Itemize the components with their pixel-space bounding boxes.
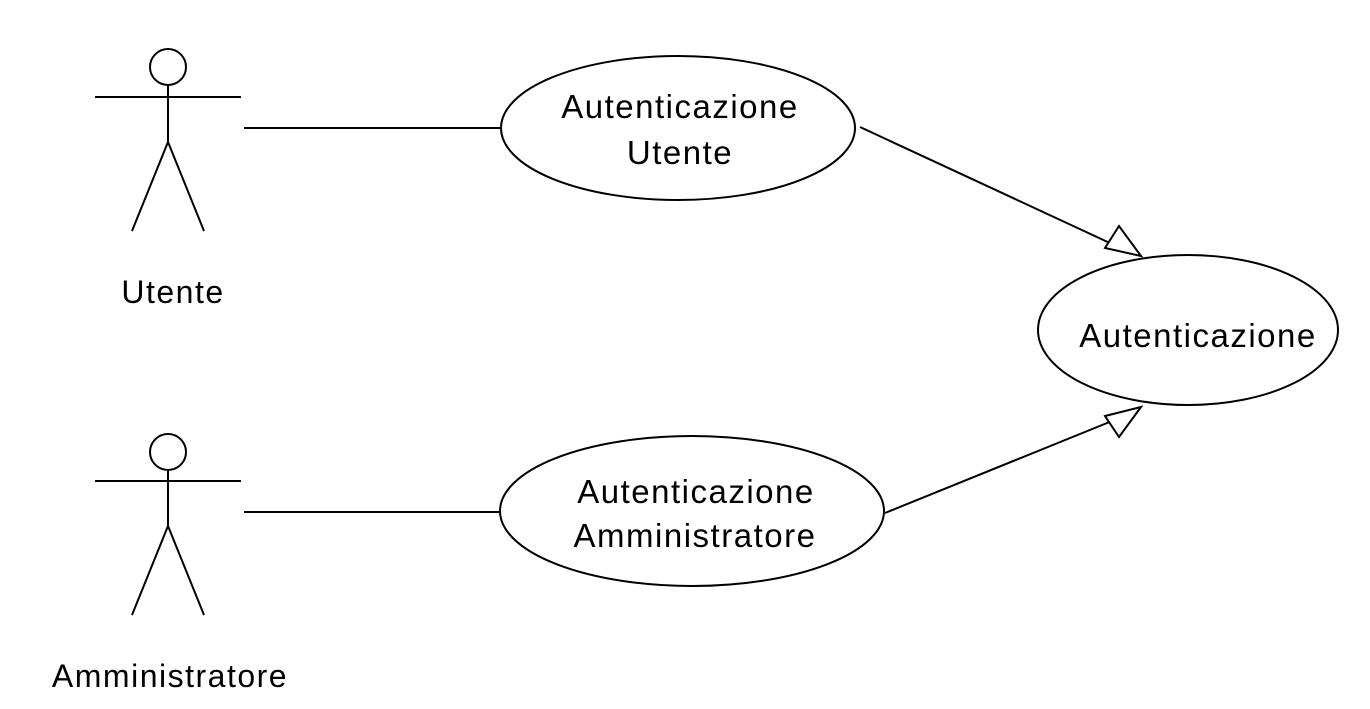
generalization-line: [884, 420, 1113, 514]
actor-amministratore-head: [149, 433, 187, 471]
use-case-autenticazione-amministratore: Autenticazione Amministratore: [499, 435, 885, 587]
generalization-arrowhead: [1103, 224, 1144, 258]
generalization-line: [859, 126, 1113, 245]
use-case-ellipse: [499, 435, 885, 587]
actor-utente-right-leg: [167, 141, 205, 232]
generalization-auth-utente: [859, 126, 1144, 258]
actor-amministratore: Amministratore: [52, 433, 288, 694]
actor-utente-head: [149, 48, 187, 86]
actor-utente-left-leg: [131, 141, 169, 232]
use-case-label-line1: Autenticazione: [561, 88, 798, 125]
use-case-label-line1: Autenticazione: [1079, 317, 1316, 354]
actor-amministratore-right-leg: [167, 525, 205, 616]
use-case-ellipse: [500, 55, 856, 201]
use-case-label-line1: Autenticazione: [577, 473, 814, 510]
actor-utente: Utente: [95, 48, 241, 310]
actor-utente-label: Utente: [121, 274, 224, 310]
use-case-label-line2: Utente: [627, 134, 733, 171]
use-case-autenticazione-utente: Autenticazione Utente: [500, 55, 856, 201]
actor-amministratore-left-leg: [131, 525, 169, 616]
use-case-label-line2: Amministratore: [574, 517, 817, 554]
use-case-ellipse: [1037, 254, 1339, 406]
use-case-autenticazione: Autenticazione: [1037, 254, 1339, 406]
actor-amministratore-label: Amministratore: [52, 658, 288, 694]
generalization-auth-admin: [884, 405, 1144, 514]
generalization-arrowhead: [1103, 405, 1144, 439]
